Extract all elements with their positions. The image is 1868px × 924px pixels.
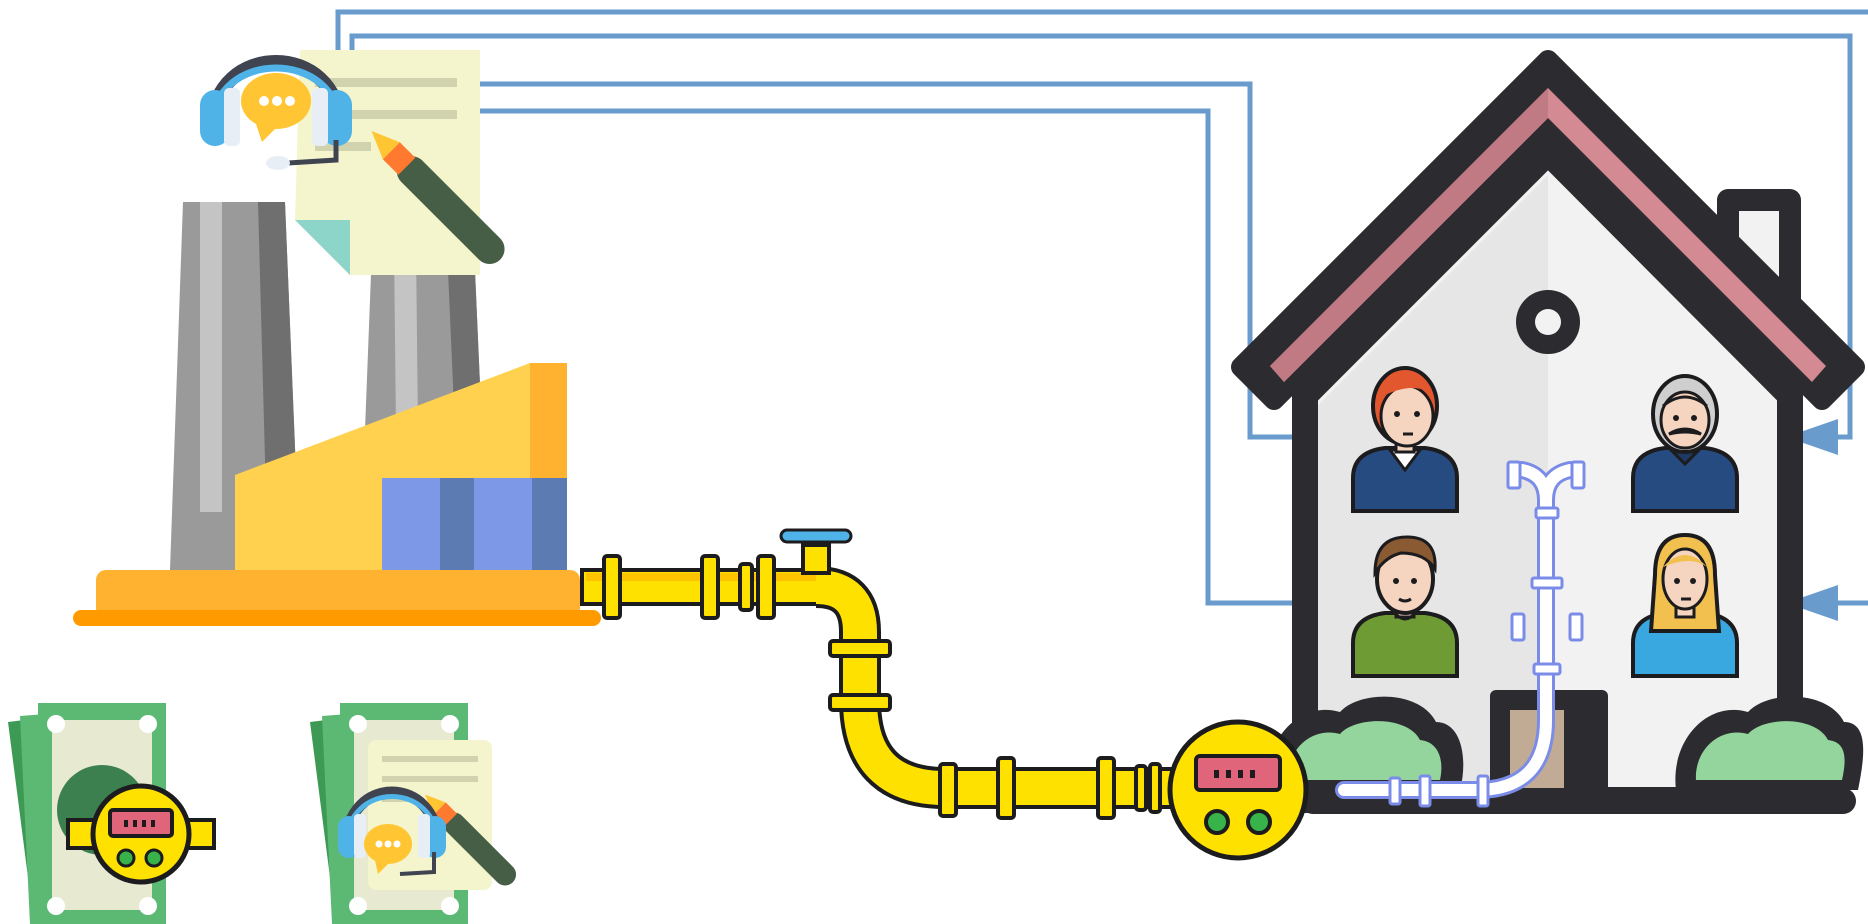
chimney-left-light (200, 202, 222, 512)
document-pen-icon (368, 740, 517, 890)
factory-icon (73, 202, 601, 626)
bush-icon (1267, 696, 1464, 790)
pipe-flange (1388, 460, 1586, 808)
indoor-pipe-icon (1335, 460, 1586, 808)
arrow-icon (1786, 419, 1838, 455)
gas-pipe-icon (580, 528, 1340, 820)
gas-meter-icon (66, 783, 216, 885)
document-line (315, 142, 371, 151)
chimney-right-dark (447, 248, 482, 430)
old-man-customer-icon (1631, 374, 1739, 513)
connector-contract-lower-left (480, 108, 1320, 606)
man-customer-icon (1351, 535, 1459, 678)
blonde-woman-customer-icon (1631, 532, 1739, 678)
house-roof-tile-shade (1270, 88, 1548, 382)
arrow-icon (1786, 585, 1838, 621)
document-line (315, 110, 457, 119)
valve-icon (779, 528, 853, 575)
gas-meter-icon (1167, 719, 1309, 861)
woman-customer-icon (1351, 366, 1459, 513)
billing-meter-group (8, 703, 216, 924)
headset-icon (338, 786, 446, 876)
house-roof (1231, 50, 1865, 410)
pipe-flange (602, 554, 1162, 820)
speech-bubble-icon (364, 824, 412, 874)
factory-window-bar (532, 478, 567, 575)
document-line (315, 78, 457, 87)
billing-service-group (310, 703, 517, 924)
factory-base-lip (73, 610, 601, 626)
chimney-right-light (394, 248, 418, 430)
factory-base (96, 570, 580, 618)
connector-support-right-wall-top (335, 9, 1868, 80)
speech-bubble-icon (241, 73, 311, 142)
factory-window-bar (440, 478, 474, 575)
headset-icon (200, 55, 352, 170)
pen-icon (371, 130, 505, 264)
connector-contract-upper-left (480, 81, 1320, 440)
bush-icon (1675, 696, 1864, 790)
document-fold (295, 220, 350, 275)
